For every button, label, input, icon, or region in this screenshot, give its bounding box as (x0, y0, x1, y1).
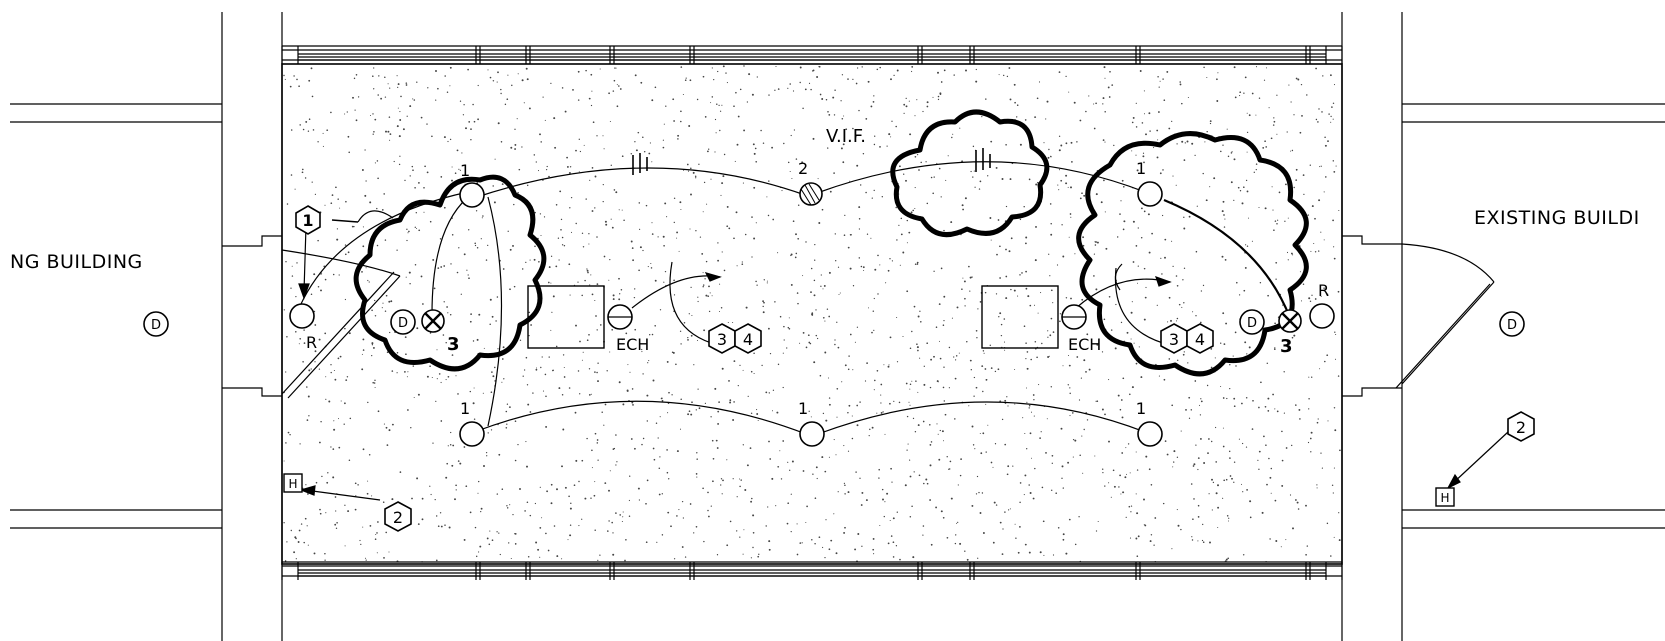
circuit-label: 1 (798, 399, 808, 418)
circuit-wiring (299, 161, 1292, 435)
left-building-label: NG BUILDING (10, 251, 143, 273)
door-label: D (151, 318, 161, 333)
equipment-box-left (527, 285, 605, 349)
walls (10, 12, 1665, 641)
door-tag-right-inner (1239, 309, 1265, 335)
light-fixtures (459, 181, 1163, 447)
exit-circuit-label: 3 (447, 334, 460, 355)
hex-tags (295, 205, 1535, 532)
receptacle-label: R (306, 333, 317, 352)
hex-tag-label: 2 (393, 508, 403, 527)
left-door (281, 249, 401, 399)
circuit-label: 1 (1136, 159, 1146, 178)
receptacle-left (289, 303, 315, 329)
right-door (1395, 243, 1495, 389)
ech-heater-right (1061, 304, 1087, 330)
hex-tag-label: 1 (302, 211, 313, 230)
fixture-type-2 (799, 182, 823, 206)
ech-heater-left (607, 304, 633, 330)
tick-marks (632, 148, 991, 175)
door-label: D (398, 316, 408, 331)
heater-label: H (288, 477, 297, 491)
door-label: D (1247, 316, 1257, 331)
door-label: D (1507, 318, 1517, 333)
equipment-box-right (981, 285, 1059, 349)
heater-box-left (283, 473, 303, 493)
right-building-label: EXISTING BUILDI (1474, 207, 1640, 229)
hex-tag-label: 3 (1169, 330, 1179, 349)
hex-tag-label: 3 (717, 330, 727, 349)
hex-tag-label: 4 (1195, 330, 1205, 349)
heater-label: H (1440, 491, 1449, 505)
circuit-label: 2 (798, 159, 808, 178)
receptacle-right (1309, 303, 1335, 329)
hex-tag-label: 4 (743, 330, 753, 349)
circuit-label: 1 (1136, 399, 1146, 418)
ech-label: ECH (1068, 335, 1101, 354)
heater-box-right (1435, 487, 1455, 507)
window-strips (281, 45, 1343, 580)
revision-cloud-left (353, 174, 547, 372)
exit-light-right (1278, 309, 1302, 333)
door-tag-left-outer (143, 311, 169, 337)
ech-label: ECH (616, 335, 649, 354)
door-tag-right-outer (1499, 311, 1525, 337)
circuit-label: 1 (460, 399, 470, 418)
circuit-label: 1 (460, 161, 470, 180)
exit-light-left (421, 309, 445, 333)
revision-cloud-right (1076, 131, 1309, 377)
hex-tag-label: 2 (1516, 418, 1526, 437)
exit-circuit-label: 3 (1280, 336, 1293, 357)
revision-cloud-top (890, 109, 1050, 238)
annotation-arrows (298, 219, 1509, 501)
door-tag-left-inner (390, 309, 416, 335)
vif-note: V.I.F. (826, 126, 866, 147)
receptacle-label: R (1318, 281, 1329, 300)
